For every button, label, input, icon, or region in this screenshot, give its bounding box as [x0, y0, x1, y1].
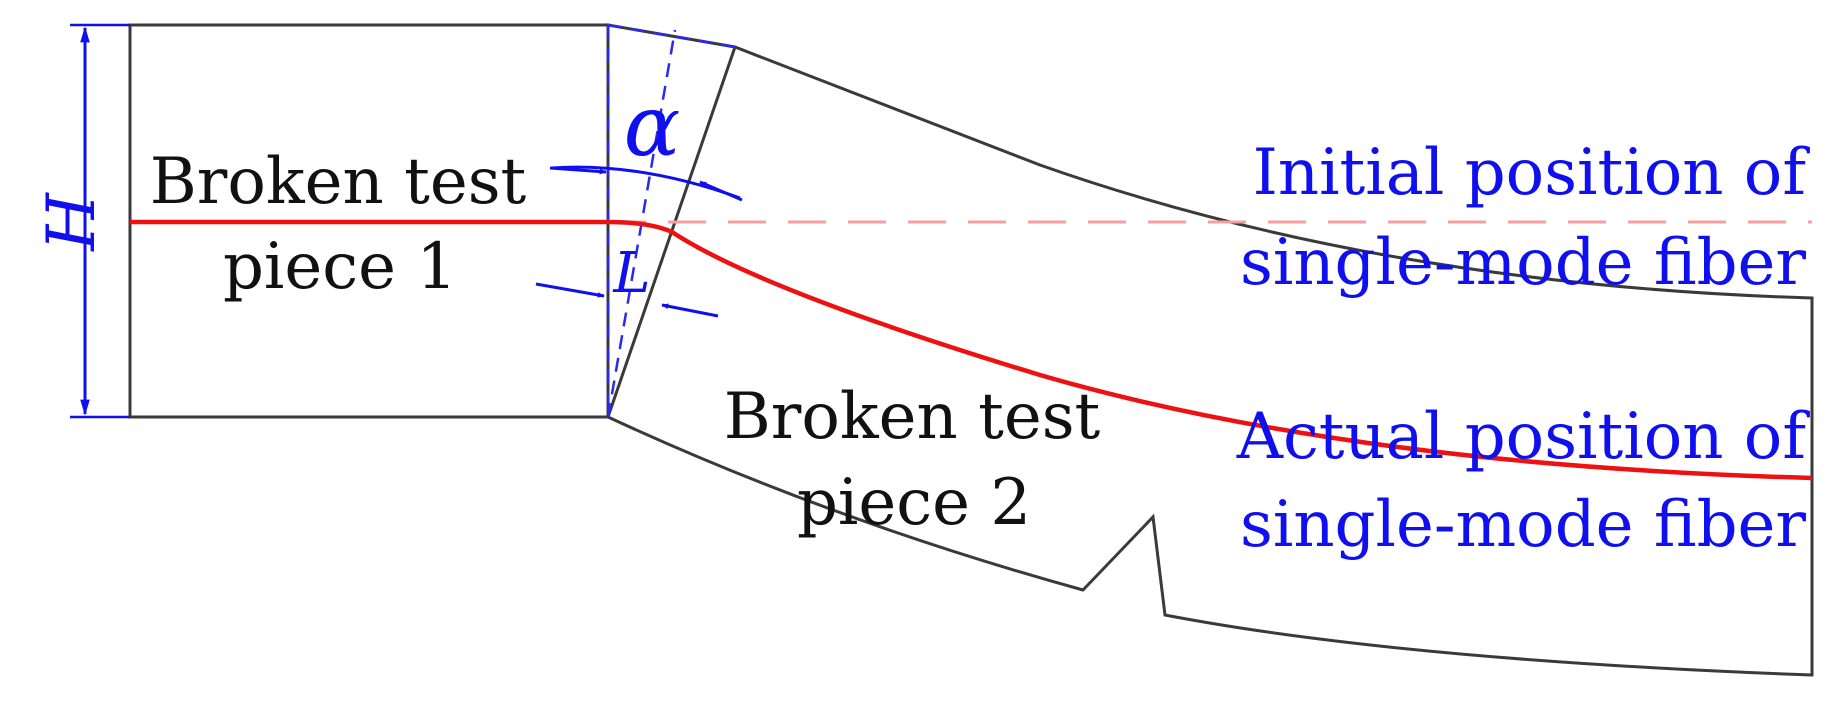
height-label: H — [33, 192, 110, 252]
gap-arrow-right — [661, 303, 719, 318]
angle-arrow-left — [549, 166, 607, 175]
actual-fiber-label-line1: Actual position of — [1236, 400, 1811, 474]
piece-1-label-line1: Broken test — [150, 145, 527, 219]
actual-fiber-label-line2: single-mode fiber — [1240, 488, 1806, 562]
initial-fiber-label-line2: single-mode fiber — [1240, 226, 1806, 300]
piece-1-label-line2: piece 1 — [223, 230, 457, 304]
angle-alpha-label: α — [624, 77, 681, 175]
angle-arrow-right — [699, 180, 743, 202]
initial-fiber-label-line1: Initial position of — [1253, 136, 1811, 210]
gap-arrow-left — [535, 282, 605, 298]
piece-2-label-line2: piece 2 — [797, 466, 1031, 540]
gap-l-label: L — [612, 241, 650, 306]
test-piece-2-outline — [606, 23, 1814, 677]
actual-fiber-position-line — [130, 219, 1813, 481]
piece-2-label-line1: Broken test — [724, 380, 1101, 454]
